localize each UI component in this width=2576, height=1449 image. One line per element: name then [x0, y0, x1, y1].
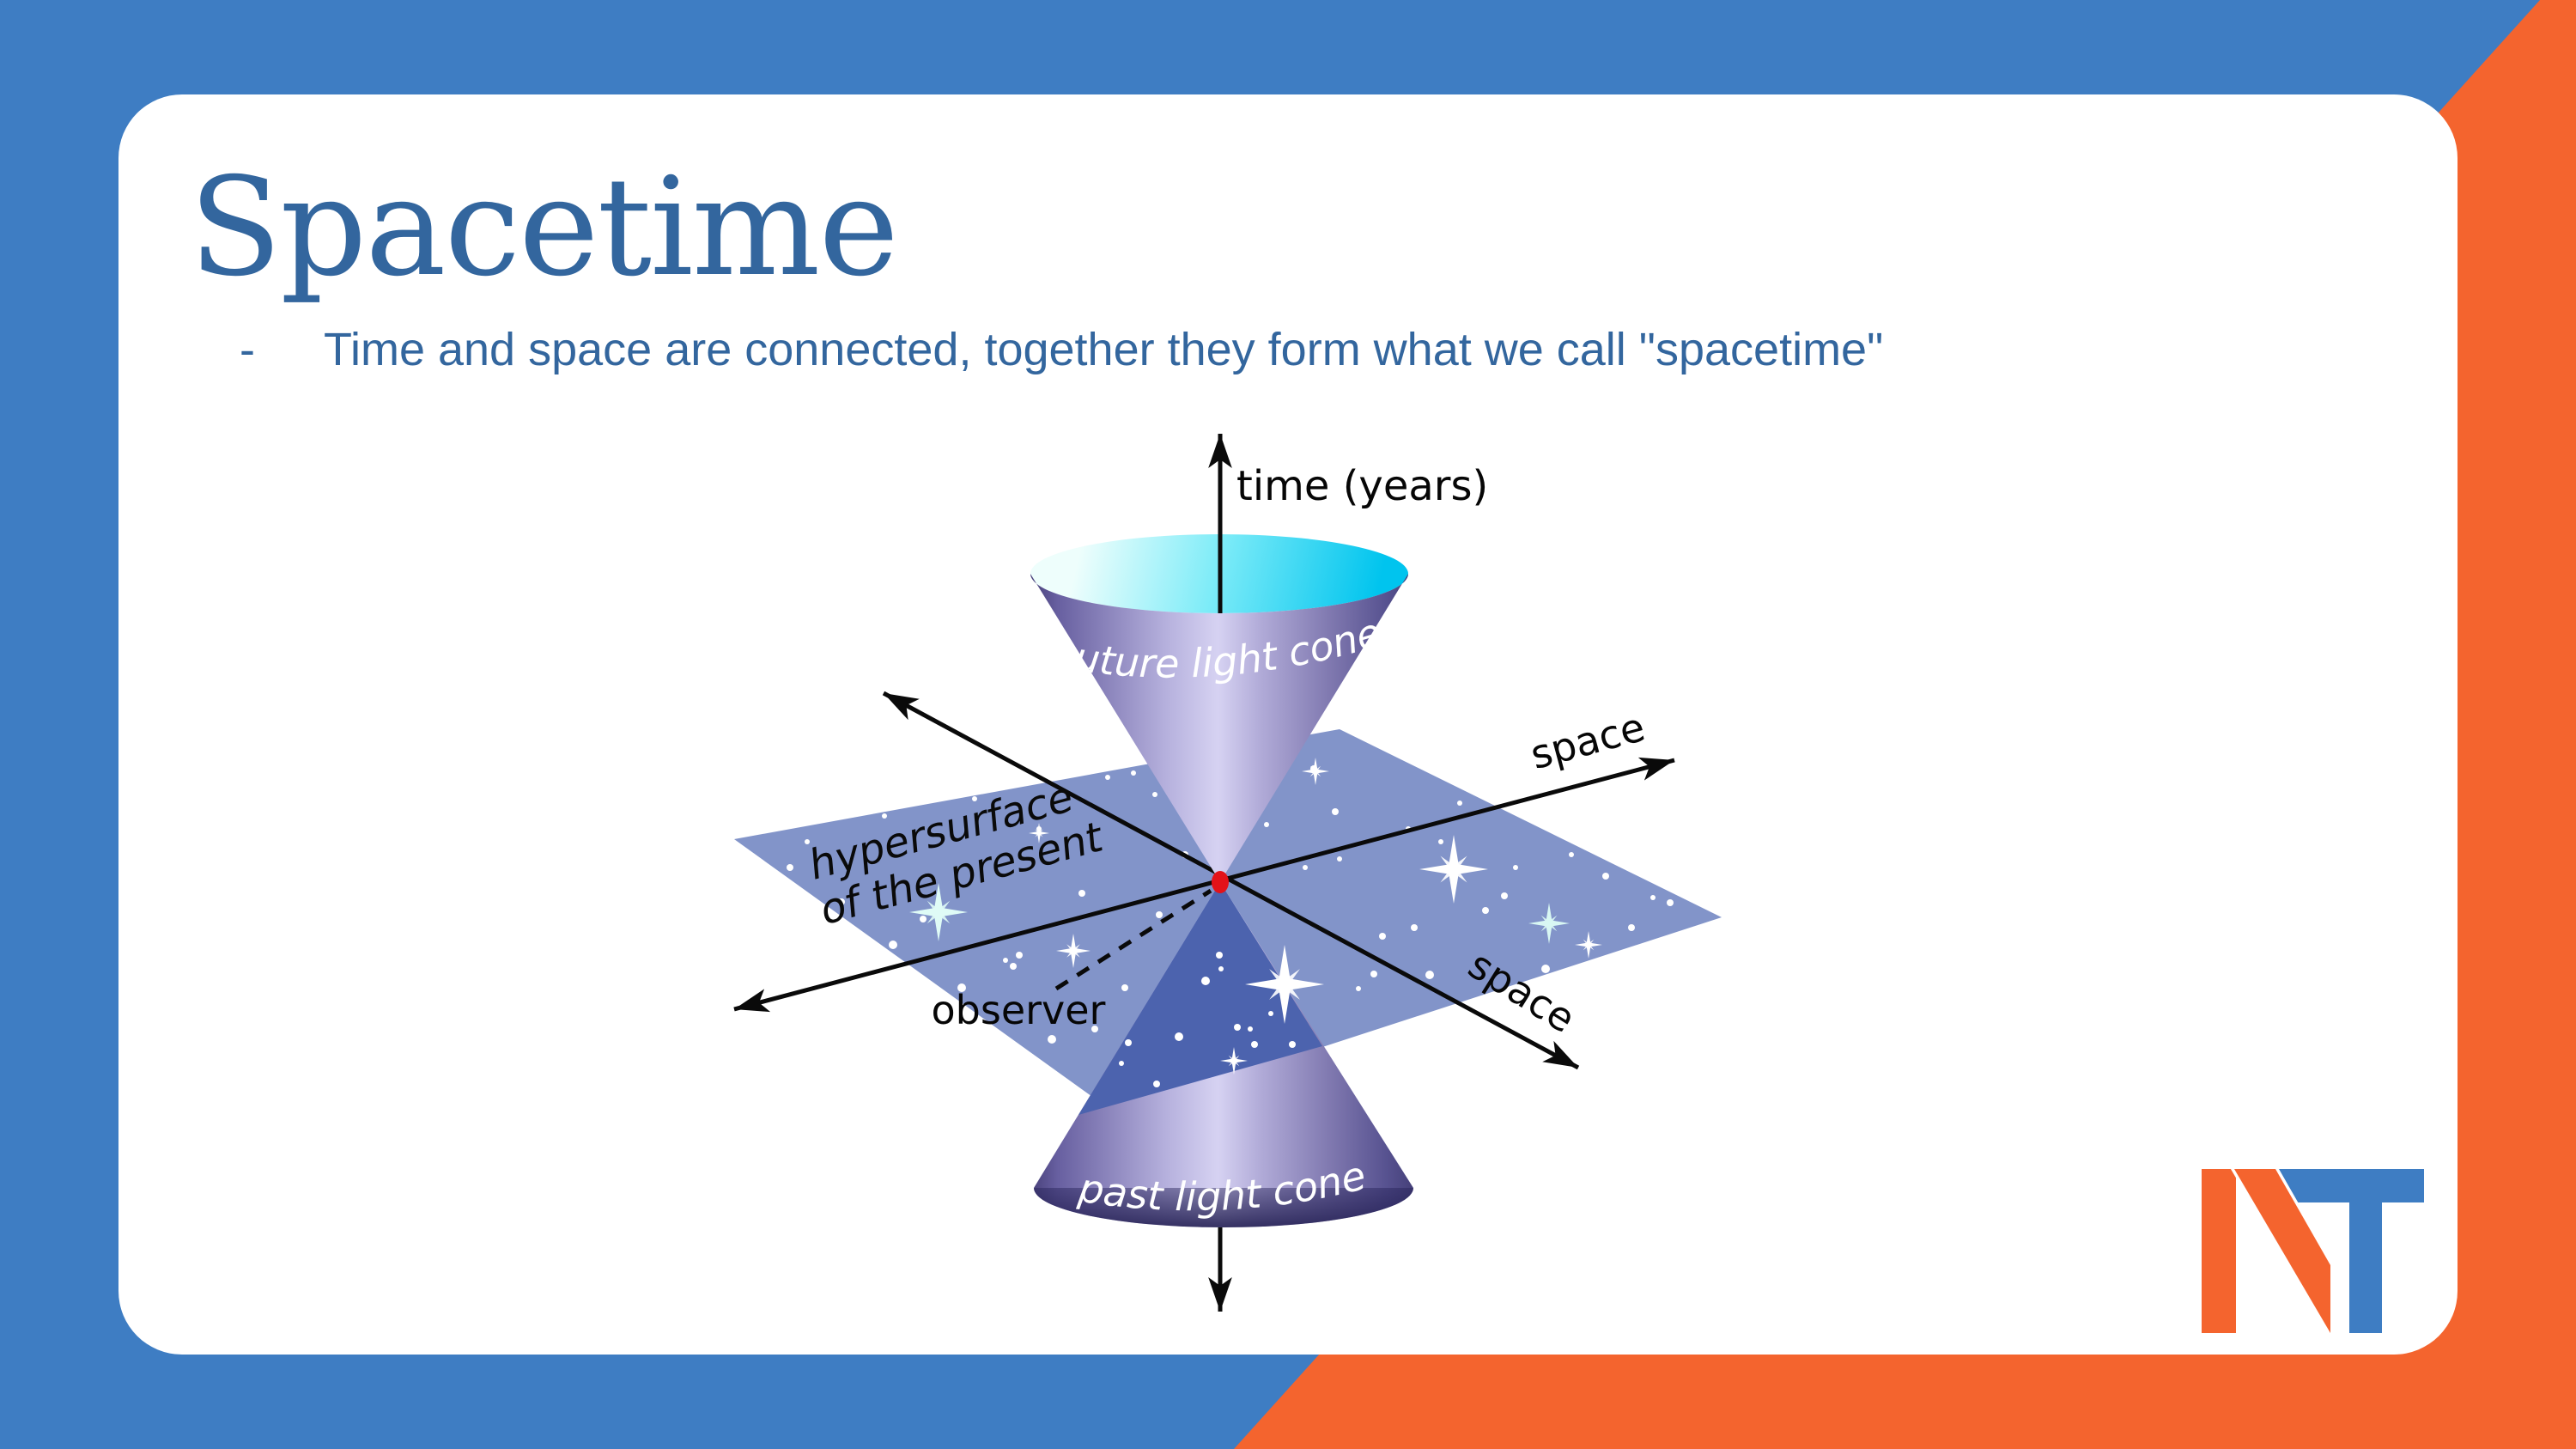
bullet-text: Time and space are connected, together t… — [324, 324, 1884, 375]
page-title: Spacetime — [189, 149, 899, 307]
bullet-marker: - — [240, 324, 255, 375]
